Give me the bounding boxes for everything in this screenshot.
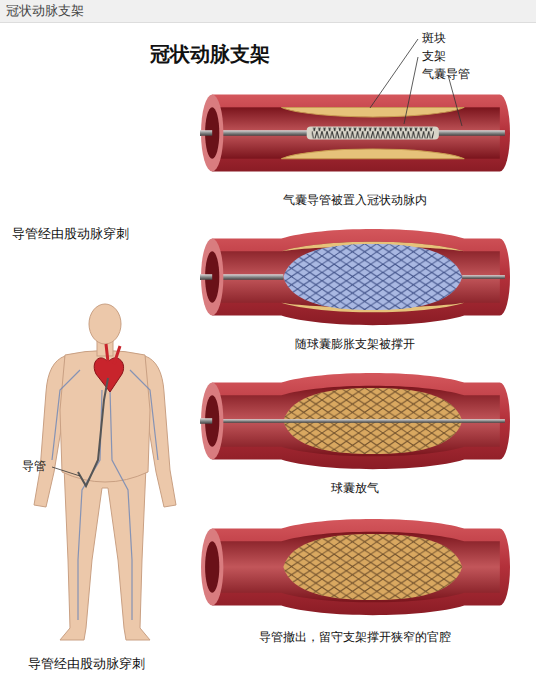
side-note: 导管经由股动脉穿刺	[12, 226, 129, 242]
figure-caption: 导管经由股动脉穿刺	[28, 656, 145, 672]
artery-stage-1	[200, 78, 510, 188]
step-caption: 气囊导管被置入冠状动脉内	[200, 193, 510, 207]
part-label: 导管	[22, 459, 46, 473]
title: 冠状动脉支架	[150, 42, 270, 66]
step-caption: 随球囊膨胀支架被撑开	[200, 337, 510, 351]
artery-stage-3	[200, 366, 510, 476]
step-caption: 球囊放气	[200, 481, 510, 495]
artery-stage-2	[200, 222, 510, 332]
callout-label: 气囊导管	[422, 67, 470, 81]
callout-label: 斑块	[422, 31, 446, 45]
step-caption: 导管撤出，留守支架撑开狭窄的官腔	[200, 630, 510, 644]
human-figure	[20, 300, 190, 650]
header-text: 冠状动脉支架	[6, 3, 84, 19]
callout-label: 支架	[422, 49, 446, 63]
artery-stage-4	[200, 512, 510, 622]
